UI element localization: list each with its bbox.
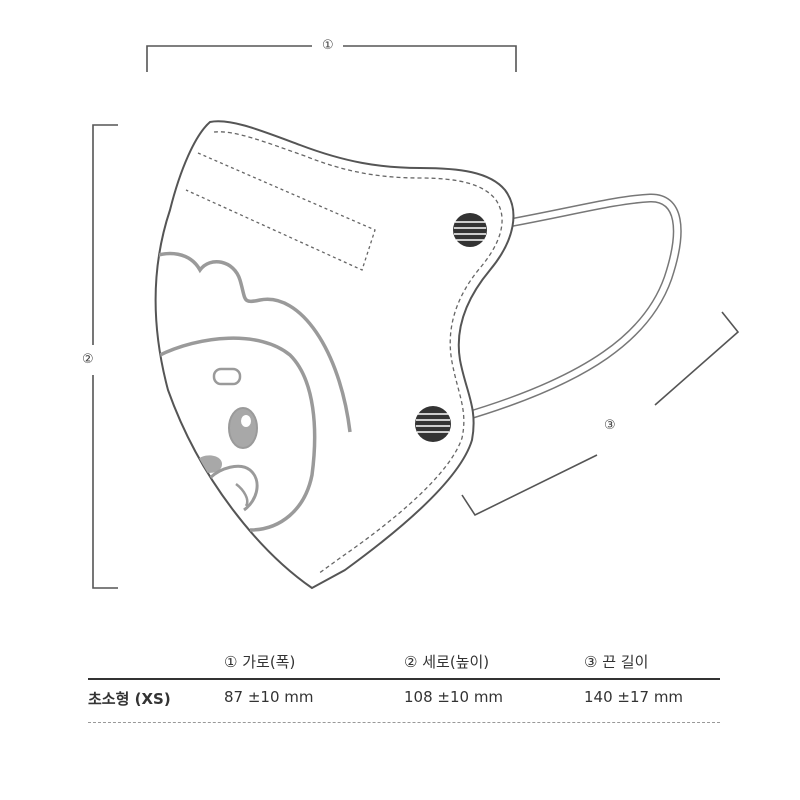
table-bottom-rule [88, 722, 720, 723]
header-height: ② 세로(높이) [404, 653, 490, 671]
mask-illustration [92, 45, 740, 590]
ear-strap-inner [457, 194, 681, 421]
width-dimension-label: ① [318, 38, 338, 53]
mask-outline [154, 120, 515, 590]
width-value: 87 ±10 mm [224, 688, 314, 706]
size-name: 초소형 (XS) [88, 690, 171, 708]
mask-diagram: ① ② ③ [78, 38, 740, 590]
strap-dimension-line [461, 311, 740, 517]
strap-length-value: 140 ±17 mm [584, 688, 684, 706]
mask-stitch-top [213, 131, 503, 575]
table-header-rule [88, 678, 720, 680]
size-table: ① 가로(폭) ② 세로(높이) ③ 끈 길이 초소형 (XS) 87 ±10 … [88, 648, 720, 723]
nose-wire-strip [185, 152, 376, 271]
header-strap-length: ③ 끈 길이 [584, 653, 649, 671]
upper-strap-anchor [453, 213, 487, 247]
height-dimension-line [92, 124, 118, 589]
height-dimension-label: ② [78, 352, 98, 367]
lower-strap-anchor [415, 406, 451, 442]
height-value: 108 ±10 mm [404, 688, 504, 706]
header-width: ① 가로(폭) [224, 653, 296, 671]
strap-dimension-label: ③ [600, 418, 620, 433]
table-header-row: ① 가로(폭) ② 세로(높이) ③ 끈 길이 [88, 648, 720, 678]
table-row: 초소형 (XS) 87 ±10 mm 108 ±10 mm 140 ±17 mm [88, 680, 720, 710]
width-dimension-line [146, 45, 517, 72]
